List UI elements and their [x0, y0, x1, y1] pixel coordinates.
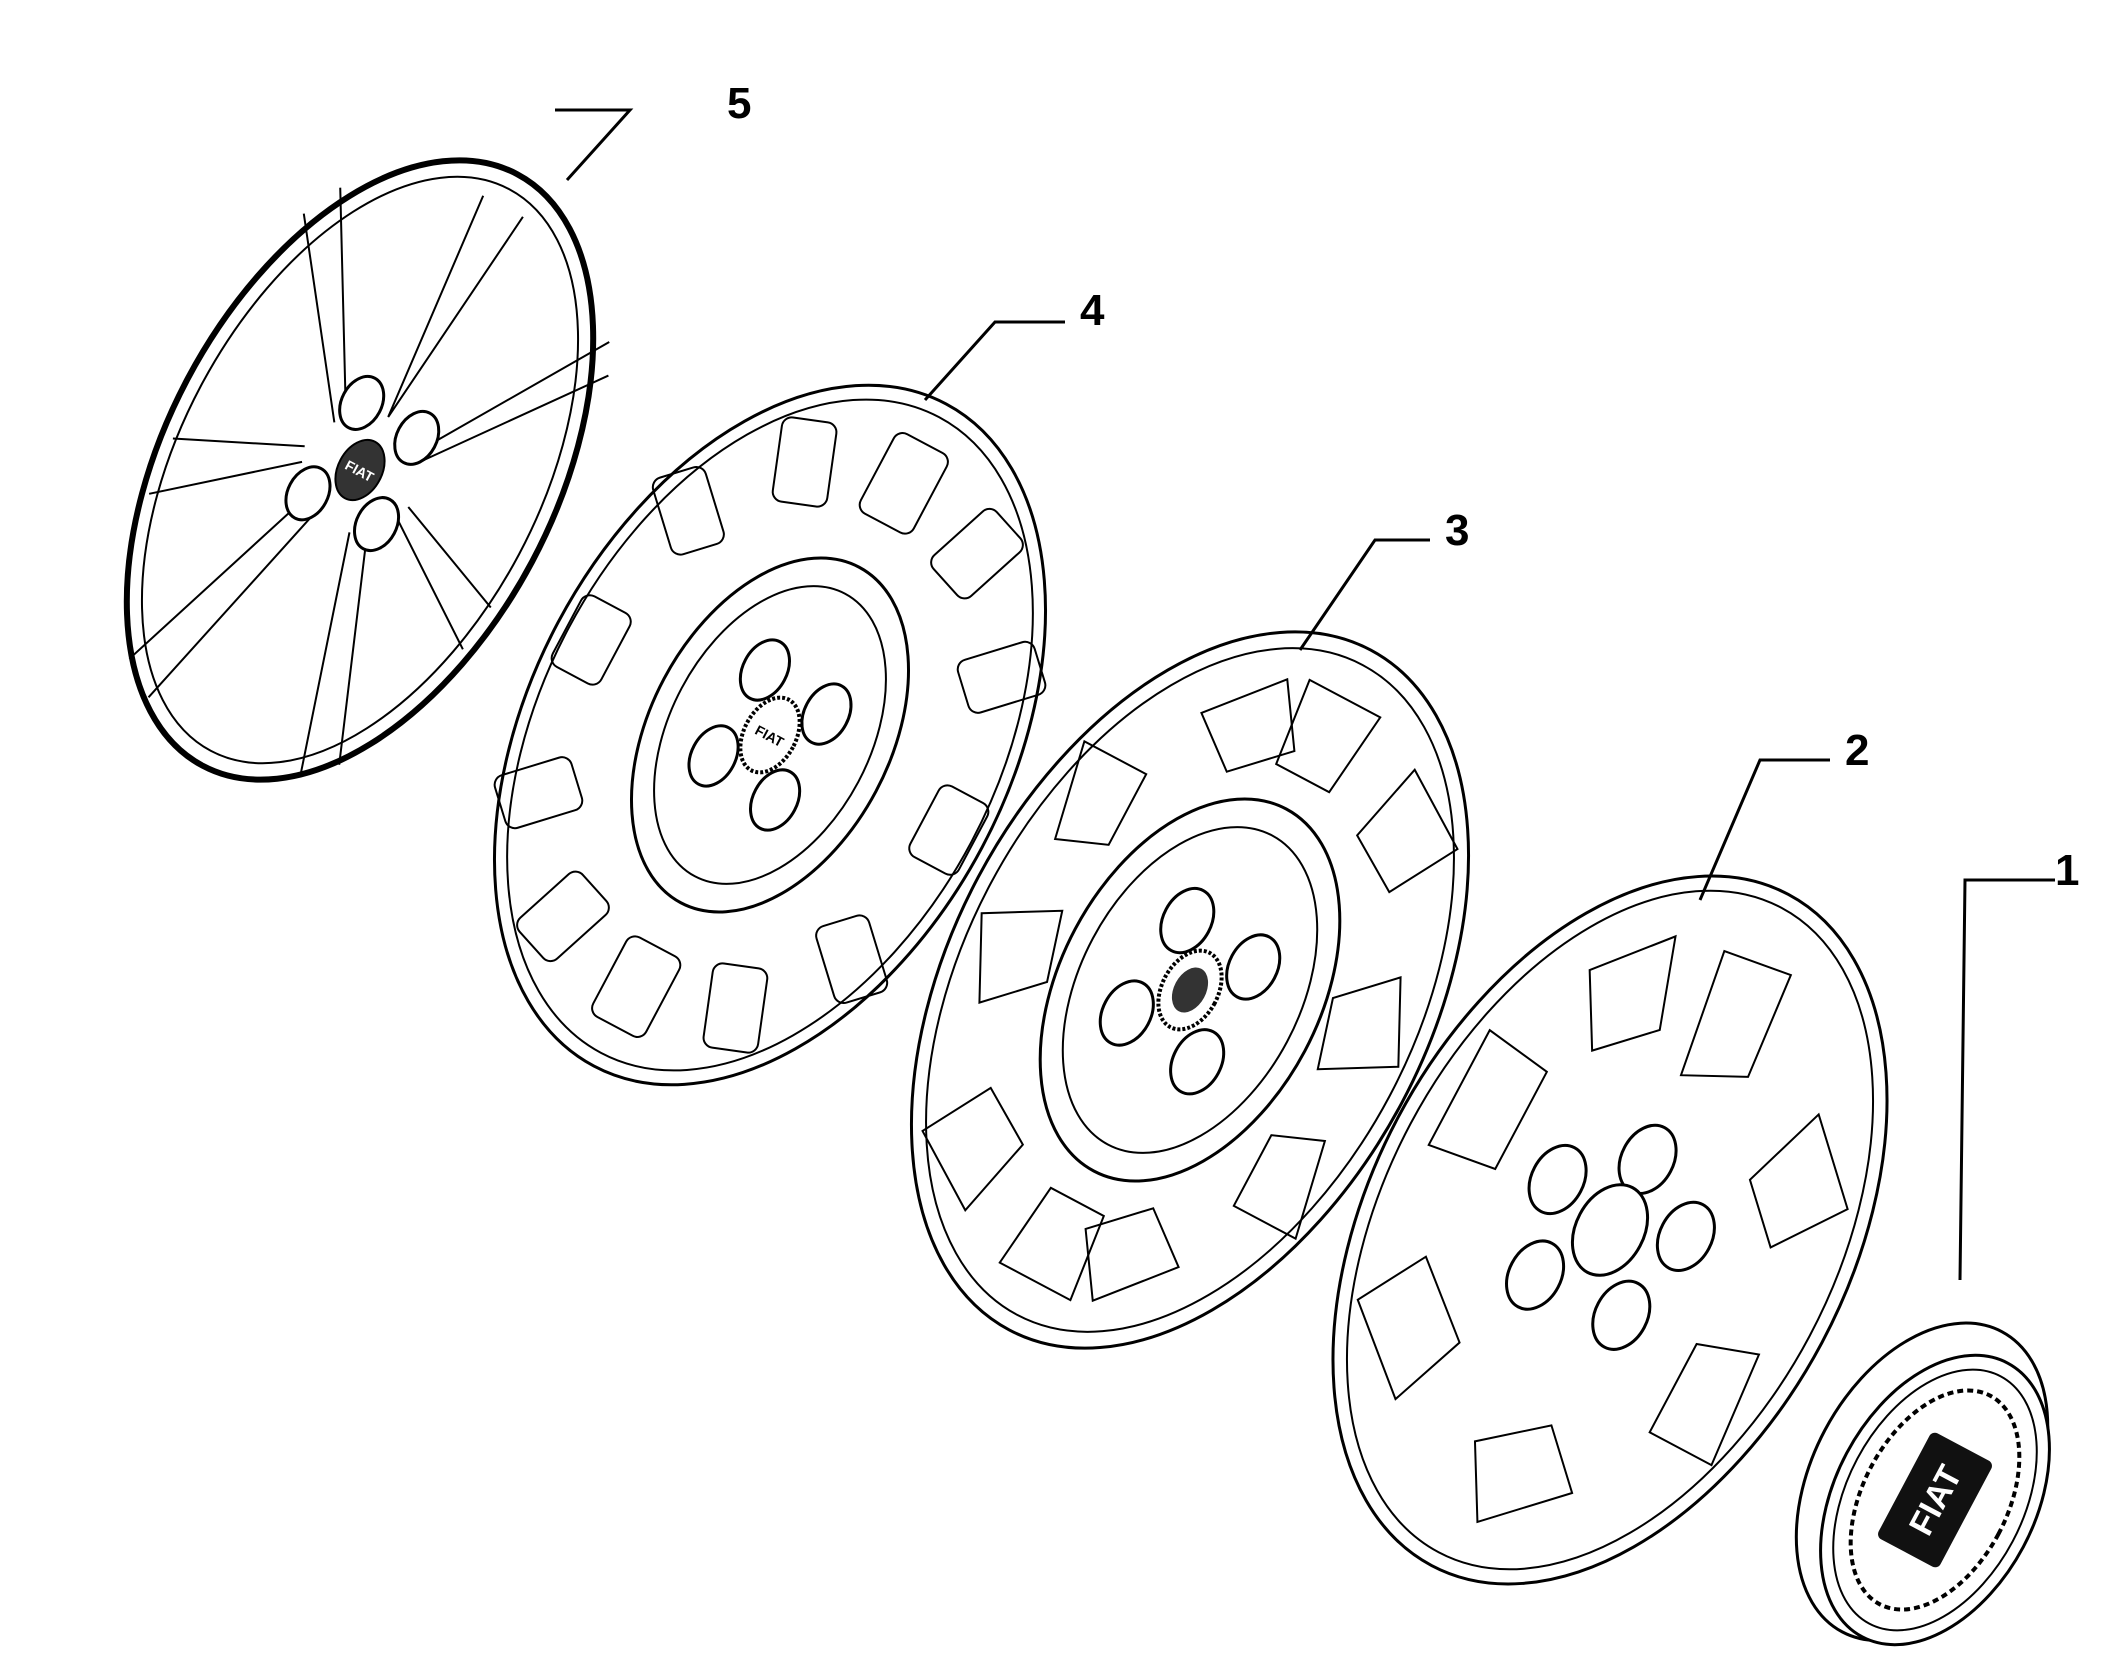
leader-line-4 — [923, 320, 1065, 402]
leader-line-1 — [1958, 878, 2055, 1281]
leader-line-2 — [1698, 758, 1830, 901]
leader-line-3 — [1298, 538, 1430, 651]
leader-line-5 — [555, 108, 634, 182]
callout-1: 1 — [2055, 846, 2079, 895]
hubcap-4[interactable]: FIAT — [382, 291, 1158, 1179]
callout-3: 3 — [1445, 506, 1469, 555]
hubcap-5[interactable]: FIAT — [31, 83, 690, 858]
callout-2: 2 — [1845, 726, 1869, 775]
hubcap-3[interactable] — [797, 537, 1582, 1442]
callout-4: 4 — [1080, 286, 1105, 335]
hubcap-2[interactable] — [1220, 782, 2001, 1657]
callout-5: 5 — [727, 79, 751, 128]
center-cap-1[interactable]: FIAT — [1745, 1280, 2108, 1657]
